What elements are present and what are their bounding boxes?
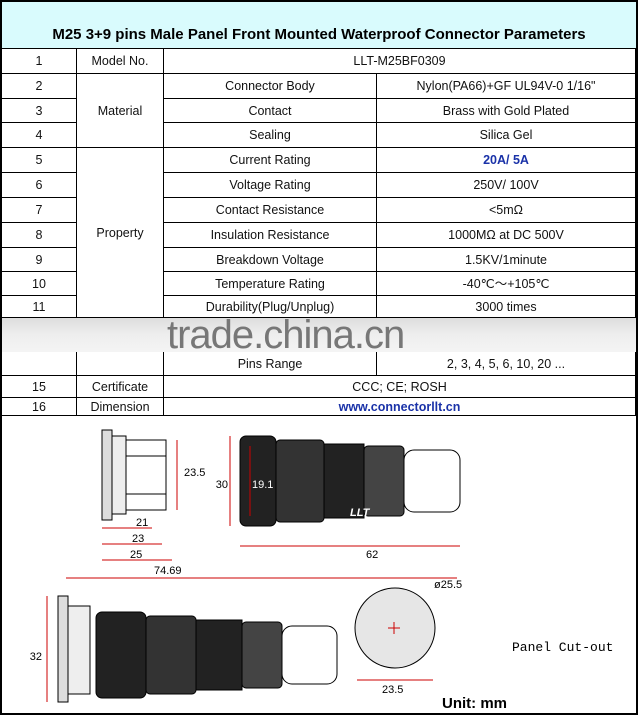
param-name: Insulation Resistance (164, 223, 377, 248)
param-value: 20A/ 5A (377, 148, 636, 173)
dim-25: 25 (130, 549, 142, 561)
watermark-text: trade.china.cn (167, 313, 405, 357)
llt-logo: LLT (350, 507, 371, 519)
param-name: Voltage Rating (164, 173, 377, 198)
watermark-band: trade.china.cn (2, 313, 636, 357)
param-value: 1.5KV/1minute (377, 248, 636, 272)
group-label: Certificate (77, 376, 164, 398)
dim-cutout-dia: ø25.5 (434, 579, 462, 591)
dim-30: 30 (216, 479, 228, 491)
param-name: Contact (164, 99, 377, 123)
dim-74-69: 74.69 (154, 565, 182, 577)
dim-32: 32 (30, 651, 42, 663)
dimension-drawing: 23.5 21 23 25 30 19.1 62 74.69 32 ø25.5 … (30, 429, 613, 712)
dim-21: 21 (136, 517, 148, 529)
param-value: <5mΩ (377, 198, 636, 223)
row-number (2, 352, 77, 376)
model-value: LLT-M25BF0309 (164, 48, 636, 74)
row-number: 10 (2, 272, 77, 296)
dim-height: 23.5 (184, 467, 205, 479)
group-label: Dimension (77, 398, 164, 416)
dim-62: 62 (366, 549, 378, 561)
param-name: Connector Body (164, 74, 377, 99)
param-value: Nylon(PA66)+GF UL94V-0 1/16" (377, 74, 636, 99)
certificate-value: CCC; CE; ROSH (164, 376, 636, 398)
sheet-title-bar: M25 3+9 pins Male Panel Front Mounted Wa… (2, 2, 636, 49)
dim-19-1: 19.1 (252, 479, 273, 491)
row-number: 3 (2, 99, 77, 123)
group-model: Model No. (77, 48, 164, 74)
obscured-row: 2, 3, 4, 5, 6, 10, 20 ... (377, 352, 636, 376)
row-number: 6 (2, 173, 77, 198)
unit-label: Unit: mm (442, 695, 507, 712)
param-name: Temperature Rating (164, 272, 377, 296)
row-number: 7 (2, 198, 77, 223)
dim-23: 23 (132, 533, 144, 545)
website-link: www.connectorllt.cn (164, 398, 636, 416)
param-value: Brass with Gold Plated (377, 99, 636, 123)
param-value: 1000MΩ at DC 500V (377, 223, 636, 248)
panel-cutout-label: Panel Cut-out (512, 640, 613, 655)
param-name: Contact Resistance (164, 198, 377, 223)
param-name: Current Rating (164, 148, 377, 173)
group-property: Property (77, 148, 164, 318)
param-value: -40℃～+105℃ (377, 272, 636, 296)
group-material: Material (77, 74, 164, 148)
param-name: Breakdown Voltage (164, 248, 377, 272)
row-number: 4 (2, 123, 77, 148)
dim-cutout-width: 23.5 (382, 684, 403, 696)
group-label (77, 352, 164, 376)
param-name: Sealing (164, 123, 377, 148)
row-number: 1 (2, 48, 77, 74)
param-value: 3000 times (377, 296, 636, 318)
row-number: 5 (2, 148, 77, 173)
row-number: 8 (2, 223, 77, 248)
obscured-row-param: Pins Range (164, 352, 377, 376)
param-value: 250V/ 100V (377, 173, 636, 198)
param-value: Silica Gel (377, 123, 636, 148)
row-number: 16 (2, 398, 77, 416)
param-name: Durability(Plug/Unplug) (164, 296, 377, 318)
row-number: 2 (2, 74, 77, 99)
row-number: 11 (2, 296, 77, 318)
sheet-title: M25 3+9 pins Male Panel Front Mounted Wa… (52, 26, 586, 43)
row-number: 15 (2, 376, 77, 398)
row-number: 9 (2, 248, 77, 272)
